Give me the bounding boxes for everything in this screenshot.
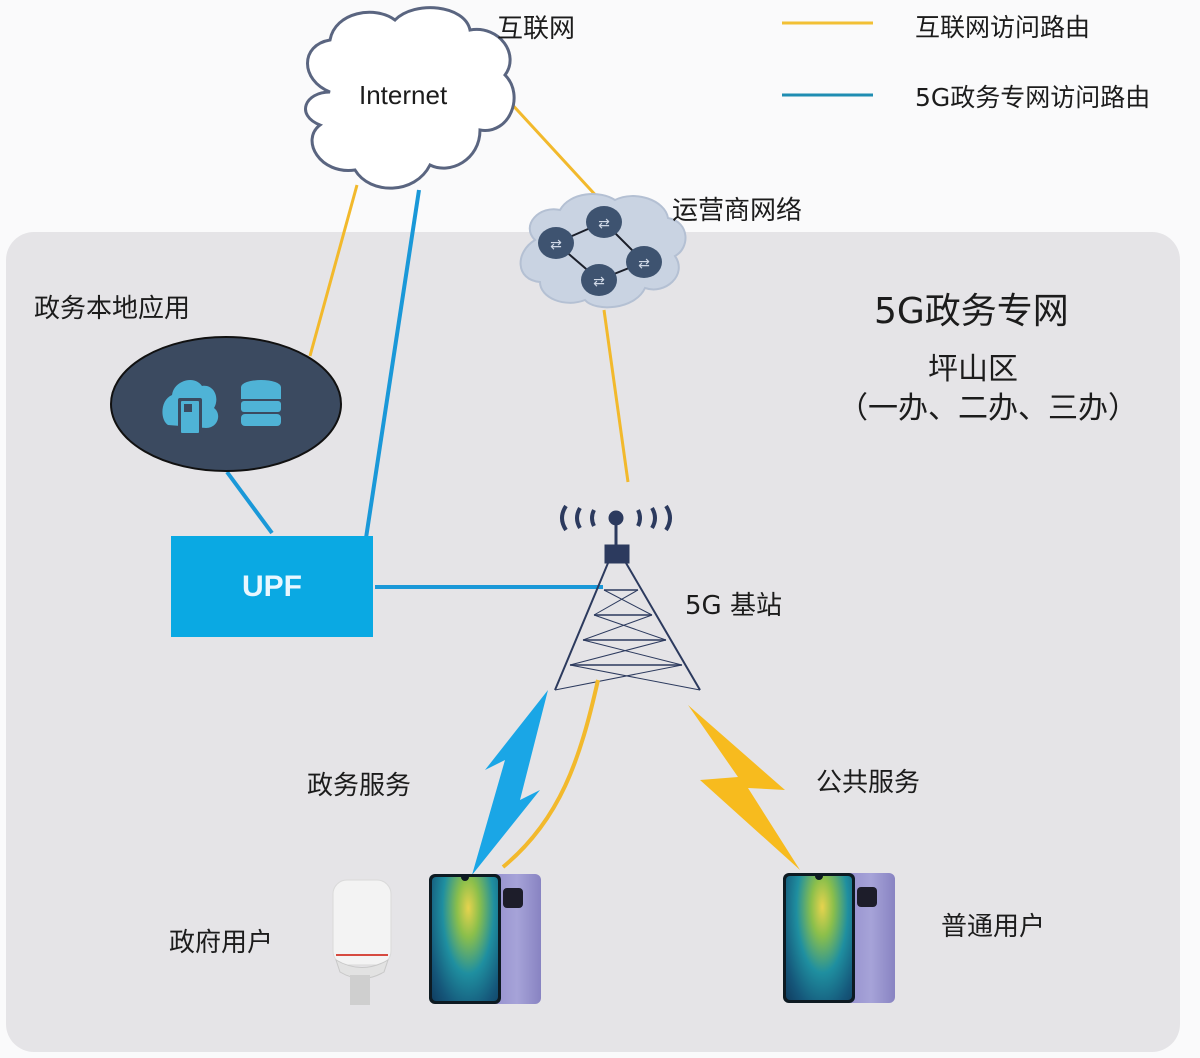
gov-user-smartphone — [429, 874, 541, 1004]
zone-district: 坪山区 — [928, 352, 1018, 387]
internet-caption: 互联网 — [497, 14, 576, 44]
svg-text:⇄: ⇄ — [598, 216, 610, 232]
legend-label-internet: 互联网访问路由 — [915, 13, 1091, 42]
gov-service-signal-icon — [472, 690, 548, 875]
router-icon: ⇄ — [626, 246, 662, 278]
svg-text:⇄: ⇄ — [550, 237, 562, 253]
public-service-caption: 公共服务 — [816, 768, 921, 798]
cloud-app-icon — [162, 380, 219, 436]
internet-label: Internet — [359, 80, 448, 110]
camera-icon — [857, 887, 877, 907]
svg-text:⇄: ⇄ — [593, 274, 605, 290]
router-icon: ⇄ — [538, 227, 574, 259]
link-local-app-to-upf — [225, 470, 274, 535]
database-icon — [241, 380, 281, 426]
phone-front — [783, 873, 855, 1003]
zone-title: 5G政务专网 — [874, 291, 1069, 332]
router-icon: ⇄ — [581, 264, 617, 296]
link-internet-to-upf — [364, 189, 421, 539]
link-gov-phone-to-basestation — [501, 679, 600, 869]
public-service-signal-icon — [688, 705, 800, 870]
zone-offices: （一办、二办、三办） — [838, 391, 1138, 426]
cpe-terminal-icon — [332, 879, 392, 1005]
upf-label: UPF — [242, 569, 302, 603]
public-users-caption: 普通用户 — [941, 912, 1046, 942]
carrier-network-icon: ⇄ ⇄ ⇄ ⇄ — [519, 193, 687, 309]
base-station-caption: 5G 基站 — [685, 591, 782, 621]
carrier-network-caption: 运营商网络 — [672, 196, 803, 226]
phone-front — [429, 874, 501, 1004]
legend-label-private: 5G政务专网访问路由 — [915, 83, 1151, 112]
router-icon: ⇄ — [586, 206, 622, 238]
public-user-smartphone — [783, 873, 895, 1003]
gov-users-caption: 政府用户 — [169, 928, 274, 958]
gov-service-caption: 政务服务 — [307, 771, 412, 801]
local-app-caption: 政务本地应用 — [34, 294, 191, 324]
link-internet-to-local-app — [308, 184, 359, 357]
base-station-tower-icon — [554, 504, 701, 691]
local-app-node — [110, 336, 342, 472]
upf-node: UPF — [171, 536, 373, 637]
link-carrier-to-basestation — [602, 309, 630, 483]
svg-text:⇄: ⇄ — [638, 256, 650, 272]
camera-icon — [503, 888, 523, 908]
internet-cloud-icon — [304, 6, 516, 190]
link-internet-to-carrier — [506, 98, 602, 202]
